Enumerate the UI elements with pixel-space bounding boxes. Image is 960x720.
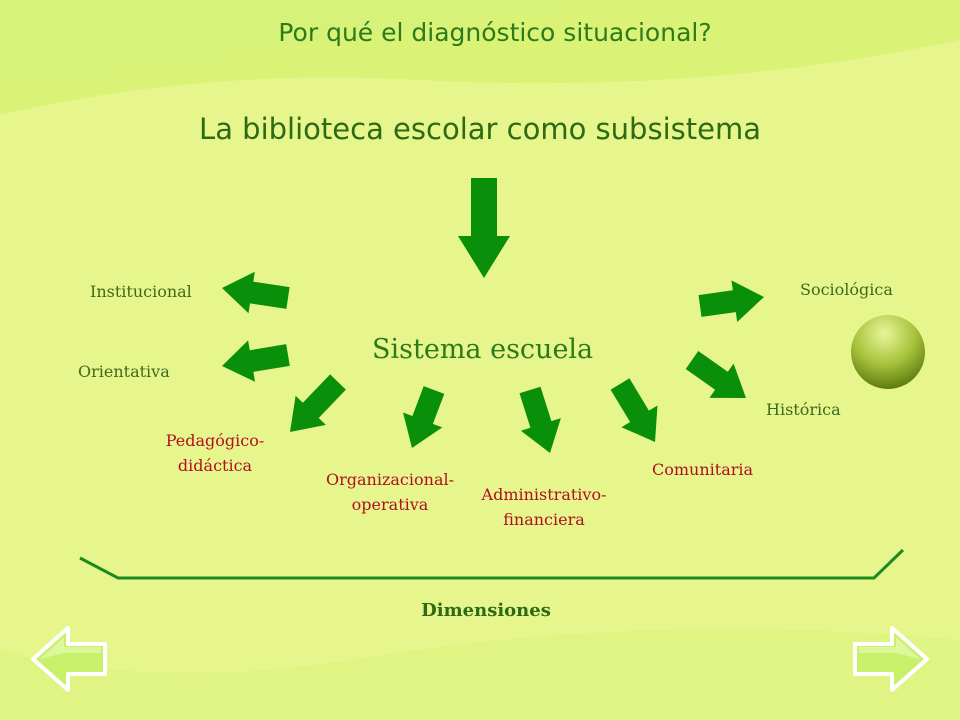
arrow-to-administrativo [519, 386, 561, 453]
label-institucional: Institucional [90, 282, 192, 301]
label-pedagogico-didactica: Pedagógico- didáctica [165, 431, 265, 475]
arrow-to-comunitaria [610, 378, 658, 442]
arrow-to-orientativa [222, 340, 290, 382]
label-orientativa: Orientativa [78, 362, 170, 381]
arrow-to-institucional [222, 271, 290, 314]
slide-subtitle: La biblioteca escolar como subsistema [199, 112, 761, 146]
decorative-ball [851, 315, 925, 389]
slide-heading: Por qué el diagnóstico situacional? [278, 18, 712, 47]
arrow-left-icon[interactable] [30, 625, 108, 693]
label-organizacional-operativa: Organizacional- operativa [325, 470, 454, 514]
arrow-to-historica [685, 351, 746, 398]
arrow-to-organizacional [403, 386, 445, 448]
arrow-right-icon[interactable] [852, 625, 930, 693]
label-comunitaria: Comunitaria [652, 460, 754, 479]
label-historica: Histórica [766, 400, 841, 419]
label-administrativo-financiera: Administrativo- financiera [481, 485, 607, 529]
center-label-sistema-escuela: Sistema escuela [372, 334, 594, 365]
dimensions-bracket [79, 548, 905, 580]
label-sociologica: Sociológica [800, 280, 893, 299]
footer-label-dimensiones: Dimensiones [421, 600, 551, 621]
arrow-to-sistema-escuela [458, 178, 510, 278]
arrow-to-pedagogico [290, 374, 346, 432]
arrow-to-sociologica [698, 280, 764, 322]
